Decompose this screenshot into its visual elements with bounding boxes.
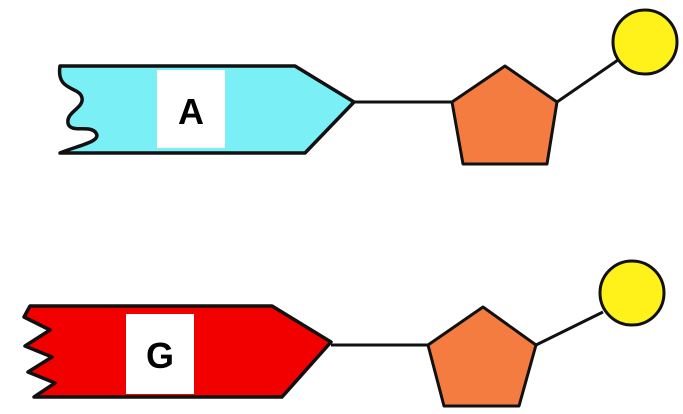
phosphate-circle-a: [611, 8, 679, 76]
nucleotide-a: A: [57, 8, 679, 166]
sugar-phosphate-bond: [556, 58, 619, 104]
nucleotide-g: G: [22, 259, 666, 408]
base-g-label-box: [126, 314, 194, 394]
base-a-label-box: [157, 70, 225, 148]
base-g-label: G: [146, 335, 174, 376]
sugar-pentagon-a: [450, 64, 559, 166]
sugar-phosphate-bond: [535, 310, 604, 347]
phosphate-circle-g: [598, 259, 666, 327]
sugar-pentagon-g: [426, 305, 538, 408]
base-a-label: A: [178, 91, 204, 132]
